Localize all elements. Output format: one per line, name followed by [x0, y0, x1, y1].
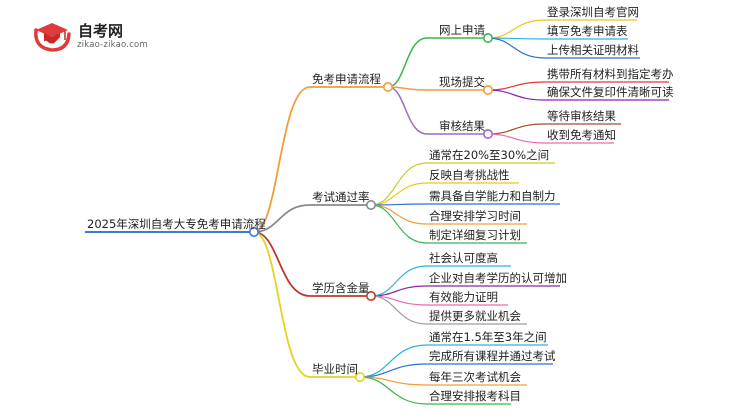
collapse-node — [482, 32, 493, 43]
leaf-topic: 每年三次考试机会 — [429, 370, 521, 384]
leaf-link — [359, 363, 428, 378]
leaf-link — [487, 123, 546, 135]
leaf-link — [370, 265, 428, 297]
collapse-node — [365, 200, 376, 211]
subtopic-link — [387, 37, 428, 88]
subtopic: 现场提交 — [439, 75, 485, 89]
branch-link — [253, 231, 311, 378]
leaf-topic: 确保文件复印件清晰可读 — [547, 85, 674, 99]
leaf-topic: 登录深圳自考官网 — [547, 5, 639, 19]
branch-topic: 学历含金量 — [312, 281, 370, 295]
leaf-topic: 通常在1.5年至3年之间 — [429, 330, 547, 344]
leaf-link — [487, 37, 546, 59]
leaf-topic: 等待审核结果 — [547, 109, 616, 123]
leaf-topic: 反映自考挑战性 — [429, 168, 510, 182]
subtopic-link — [387, 86, 428, 135]
root-node — [249, 227, 260, 238]
collapse-node — [365, 290, 376, 301]
leaf-link — [487, 133, 546, 144]
leaf-link — [359, 376, 428, 405]
leaf-topic: 提供更多就业机会 — [429, 309, 521, 323]
leaf-topic: 合理安排学习时间 — [429, 209, 521, 223]
graduation-cap-logo-icon — [32, 20, 72, 54]
leaf-link — [359, 344, 428, 378]
leaf-topic: 完成所有课程并通过考试 — [429, 349, 556, 363]
leaf-topic: 合理安排报考科目 — [429, 389, 521, 403]
leaf-topic: 社会认可度高 — [429, 251, 498, 265]
collapse-node — [482, 129, 493, 140]
leaf-topic: 企业对自考学历的认可增加 — [429, 271, 567, 285]
root-topic: 2025年深圳自考大专免考申请流程 — [87, 217, 266, 231]
subtopic: 审核结果 — [439, 119, 485, 133]
leaf-topic: 需具备自学能力和自制力 — [429, 189, 556, 203]
branch-link — [253, 86, 311, 233]
leaf-topic: 有效能力证明 — [429, 290, 498, 304]
branch-topic: 考试通过率 — [312, 190, 370, 204]
collapse-node — [354, 371, 365, 382]
leaf-link — [370, 182, 428, 206]
leaf-link — [370, 204, 428, 225]
brand-name: 自考网 — [78, 22, 124, 40]
brand-url: zikao-zikao.com — [77, 40, 148, 50]
leaf-topic: 制定详细复习计划 — [429, 228, 521, 242]
leaf-topic: 填写免考申请表 — [547, 24, 628, 38]
collapse-node — [382, 82, 393, 93]
branch-topic: 免考申请流程 — [312, 72, 381, 86]
branch-link — [253, 231, 311, 297]
subtopic: 网上申请 — [439, 23, 485, 37]
leaf-topic: 通常在20%至30%之间 — [429, 148, 550, 162]
leaf-link — [487, 19, 546, 39]
leaf-topic: 上传相关证明材料 — [547, 43, 639, 57]
leaf-link — [487, 81, 546, 91]
branch-link — [253, 204, 311, 233]
leaf-topic: 携带所有材料到指定考办 — [547, 67, 674, 81]
branch-topic: 毕业时间 — [312, 362, 358, 376]
leaf-link — [370, 204, 428, 244]
collapse-node — [482, 85, 493, 96]
leaf-topic: 收到免考通知 — [547, 128, 616, 142]
leaf-link — [487, 89, 546, 101]
leaf-link — [370, 295, 428, 325]
